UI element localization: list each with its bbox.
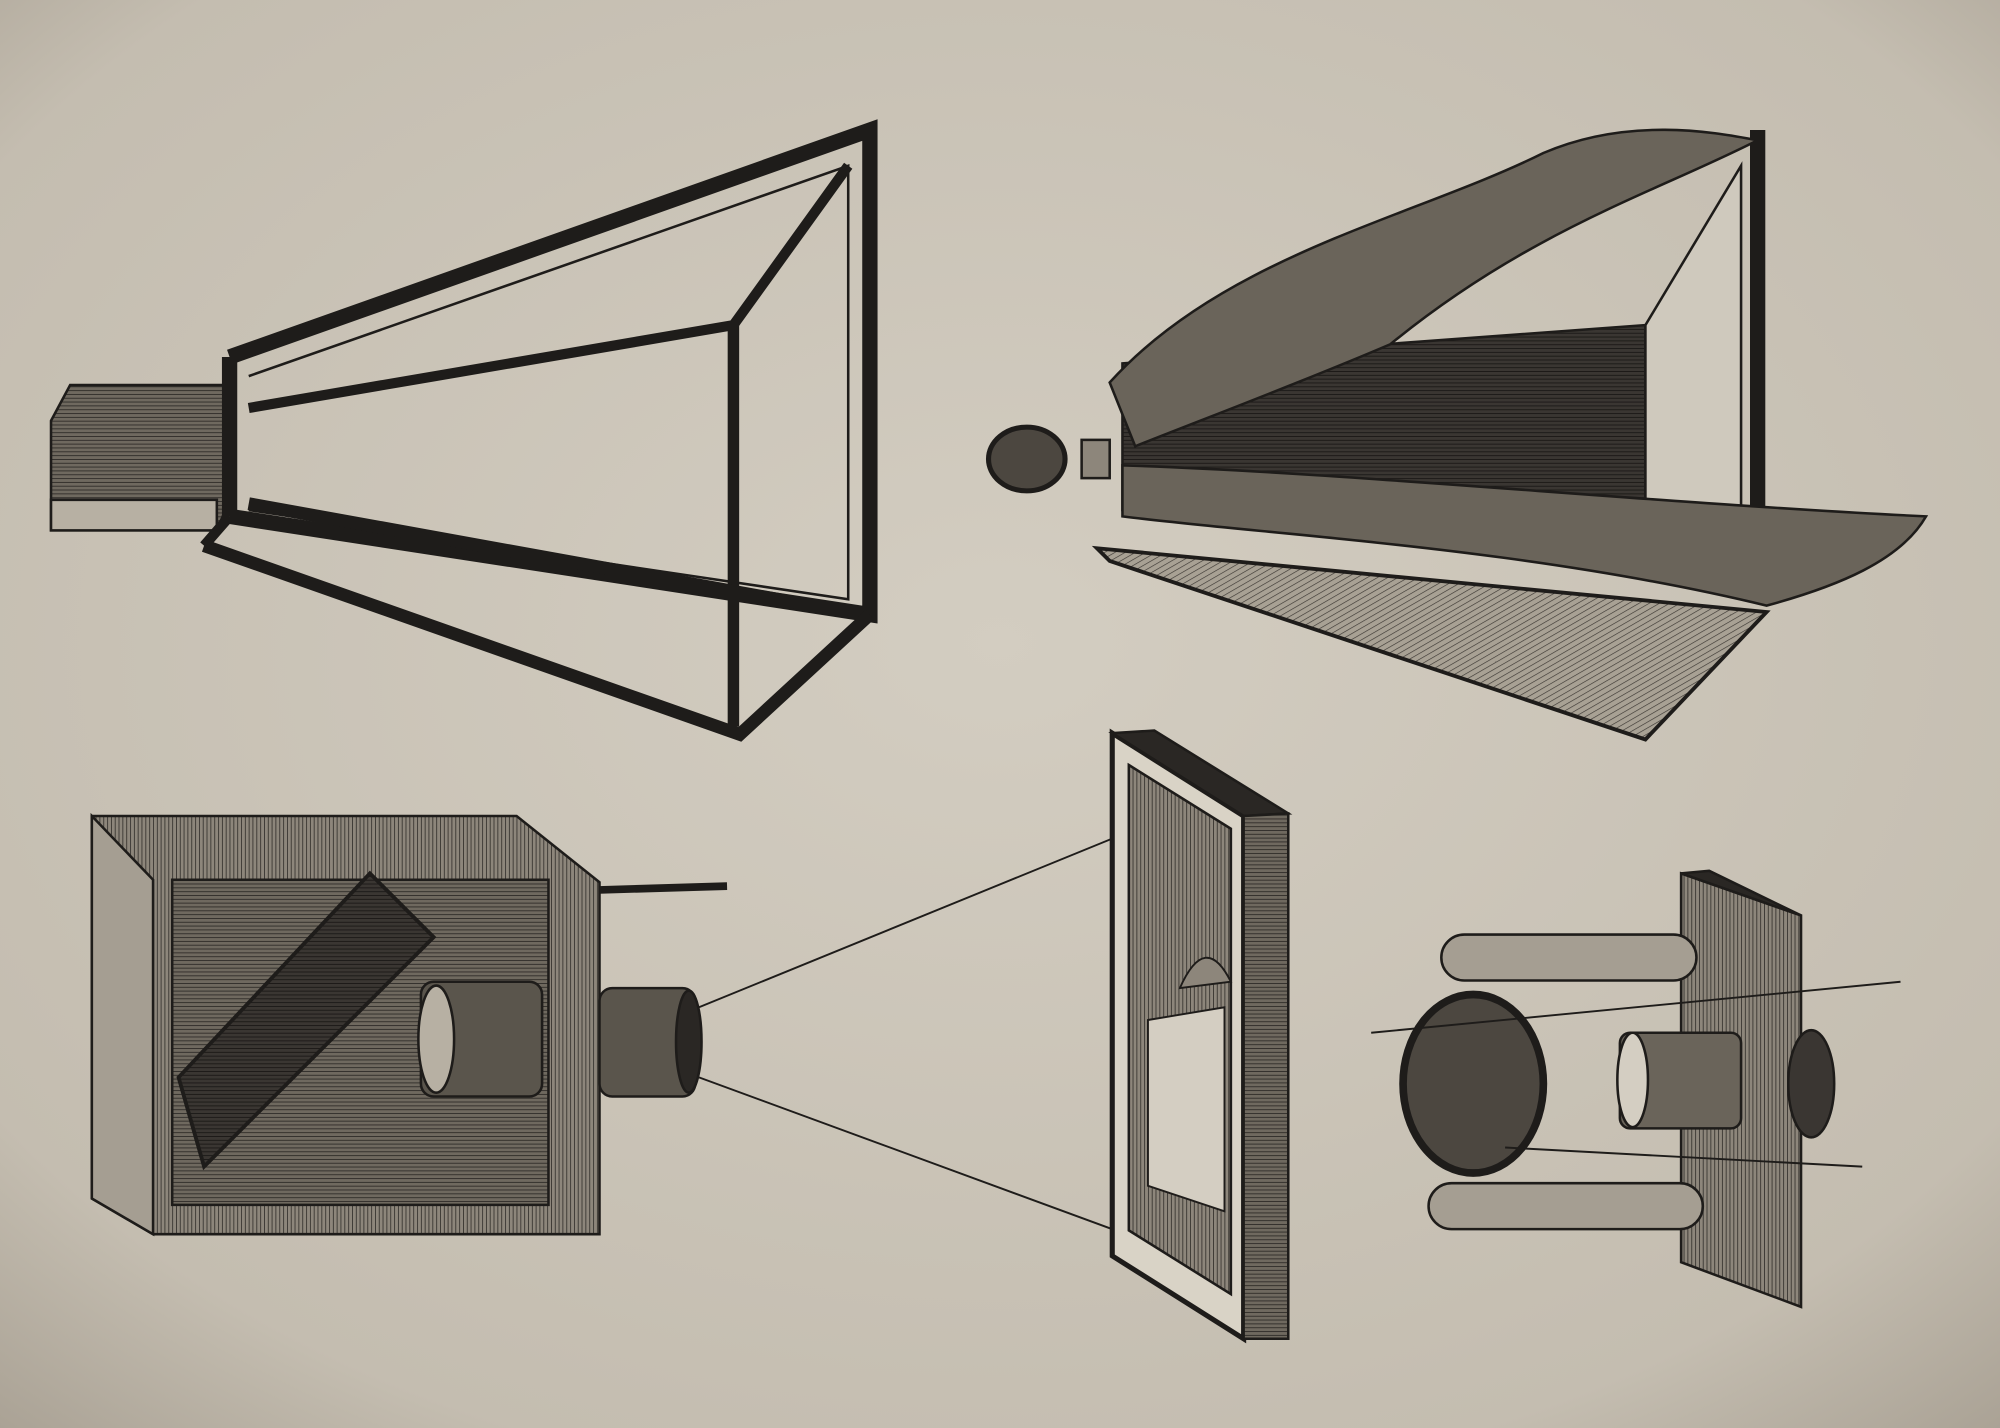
mirror-icon <box>1399 990 1548 1177</box>
open-frame-camera <box>49 119 878 742</box>
mirror-icon <box>985 424 1068 494</box>
projection-screen <box>1108 728 1293 1344</box>
draped-camera-obscura <box>985 128 1929 742</box>
lens-mirror-assembly <box>1371 869 1901 1309</box>
box-camera-obscura <box>90 812 728 1237</box>
inclined-mirror <box>176 870 437 1171</box>
drape-cloth <box>1108 128 1762 448</box>
building-image <box>1147 1006 1226 1213</box>
